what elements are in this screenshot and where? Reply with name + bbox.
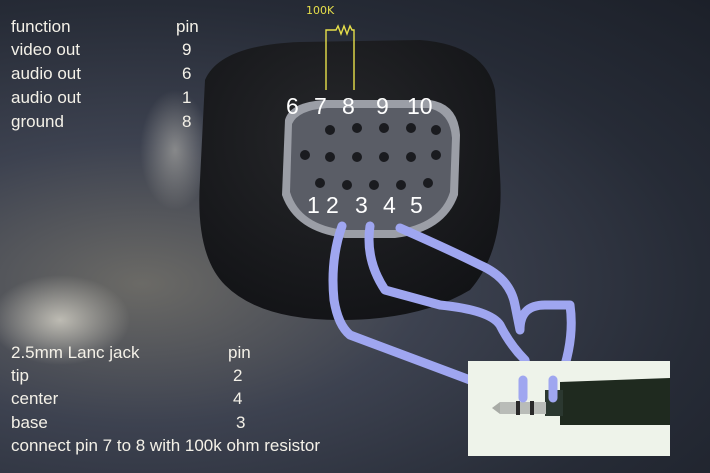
pin-number: 4 bbox=[383, 192, 396, 218]
lanc-table-function: tip bbox=[11, 366, 29, 385]
pin-number: 9 bbox=[376, 93, 389, 119]
pin-table-pin: 8 bbox=[182, 112, 192, 131]
pin-number: 3 bbox=[355, 192, 368, 218]
pin-table-function: audio out bbox=[11, 64, 81, 83]
wire-ends bbox=[518, 375, 558, 403]
resistor-label: 100K bbox=[306, 4, 335, 17]
pin-table-function: audio out bbox=[11, 88, 81, 107]
pin-number: 6 bbox=[286, 93, 299, 119]
lanc-table-pin: 4 bbox=[233, 389, 243, 408]
pin-table-pin: 1 bbox=[182, 88, 192, 107]
pin-number: 8 bbox=[342, 93, 355, 119]
pin-number: 2 bbox=[326, 192, 339, 218]
pin-table-function: ground bbox=[11, 112, 64, 131]
pin-table-pin: 6 bbox=[182, 64, 192, 83]
lanc-table-function: center bbox=[11, 389, 59, 408]
lanc-table-header-pin: pin bbox=[228, 343, 251, 362]
pin-table-function: video out bbox=[11, 40, 80, 59]
pin-table-header-pin: pin bbox=[176, 17, 199, 36]
plug-housing bbox=[560, 378, 670, 425]
light-reflection bbox=[0, 275, 130, 365]
lanc-table-header-function: 2.5mm Lanc jack bbox=[11, 343, 140, 362]
pin-number: 10 bbox=[407, 93, 433, 119]
lanc-table-pin: 3 bbox=[236, 413, 246, 432]
resistor-instruction: connect pin 7 to 8 with 100k ohm resisto… bbox=[11, 436, 320, 455]
plug-tip bbox=[500, 402, 546, 414]
pin-number: 5 bbox=[410, 192, 423, 218]
lanc-table-pin: 2 bbox=[233, 366, 243, 385]
lanc-table-function: base bbox=[11, 413, 48, 432]
pin-table-header-function: function bbox=[11, 17, 71, 36]
socket-inner bbox=[290, 108, 452, 230]
light-reflection bbox=[140, 90, 210, 210]
resistor-drawing bbox=[325, 24, 355, 90]
pin-number: 7 bbox=[314, 93, 327, 119]
pin-number: 1 bbox=[307, 192, 320, 218]
pin-table-pin: 9 bbox=[182, 40, 192, 59]
pin-holes bbox=[300, 123, 441, 190]
